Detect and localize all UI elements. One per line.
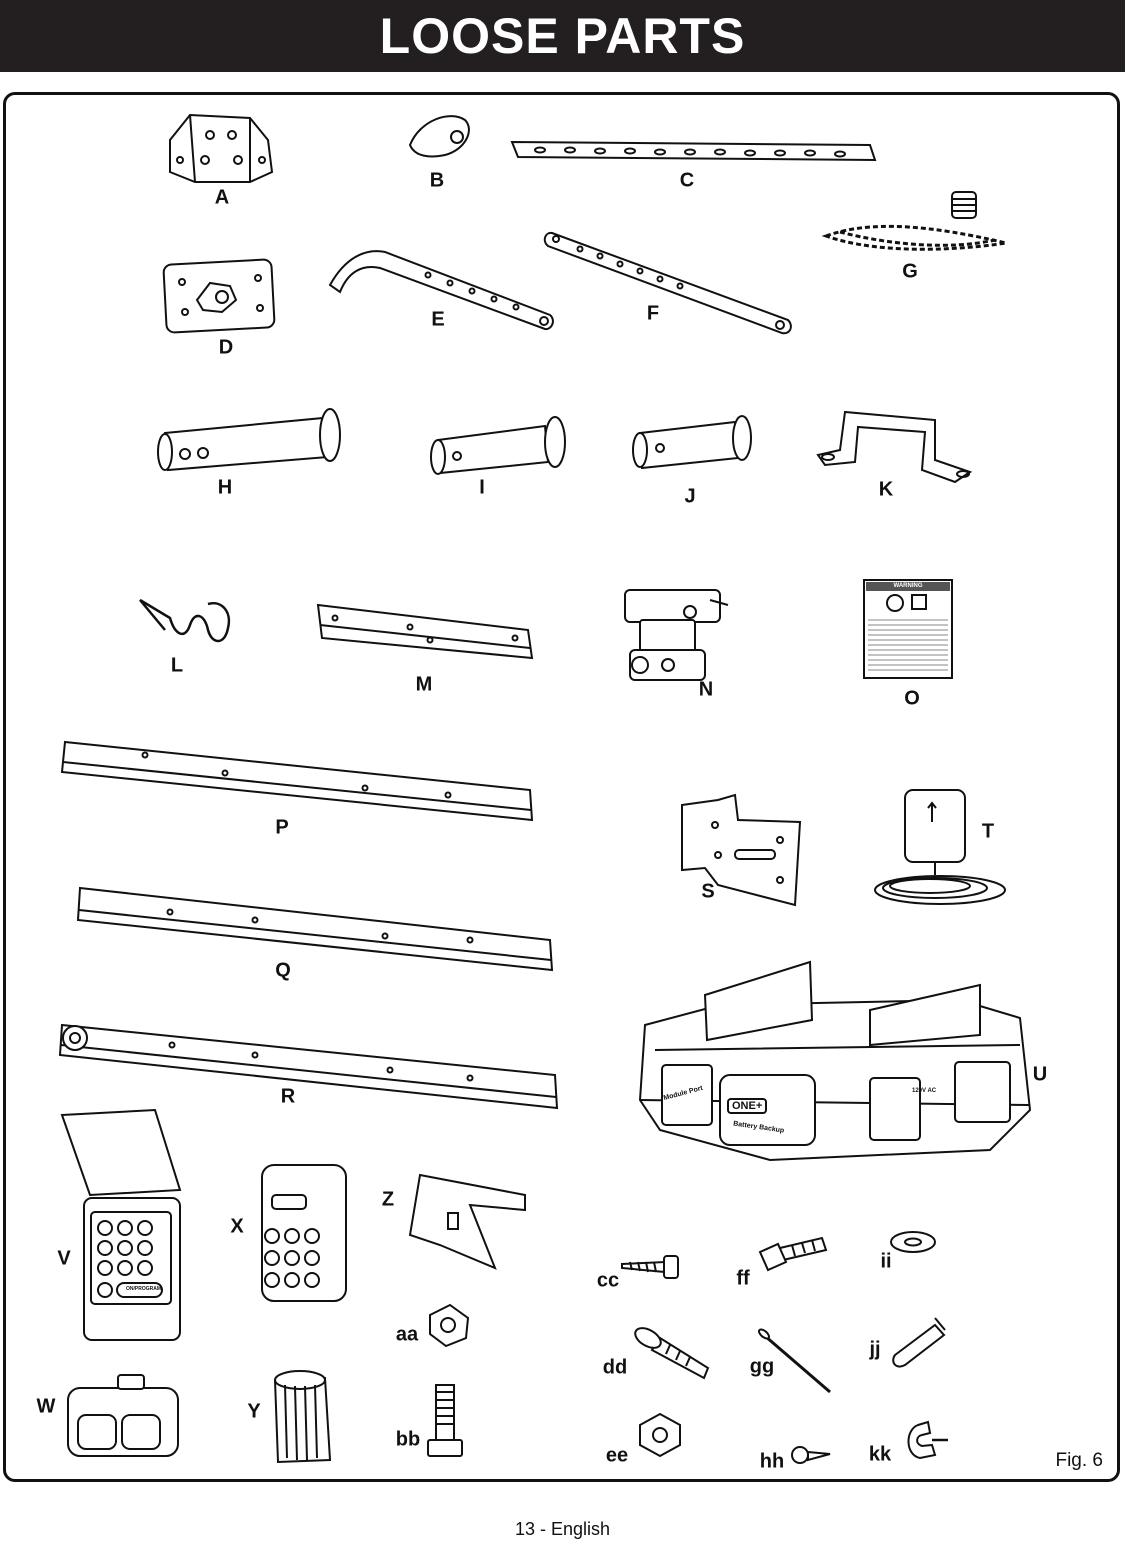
part-gg-nail-drawing xyxy=(758,1328,831,1394)
part-ii-washer-drawing xyxy=(890,1231,936,1253)
part-x-remote-drawing xyxy=(261,1164,347,1302)
parts-panel xyxy=(3,92,1120,1482)
opener-voltage-label: 120V AC xyxy=(912,1088,937,1094)
page-header: LOOSE PARTS xyxy=(0,0,1125,72)
part-l-hairpin-drawing xyxy=(139,598,231,643)
part-r-rail-drawing xyxy=(58,1023,559,1110)
part-label-b: B xyxy=(429,169,445,192)
part-jj-anchor-drawing xyxy=(892,1317,946,1368)
part-label-ii: ii xyxy=(880,1250,892,1273)
part-label-t: T xyxy=(981,820,995,843)
part-label-v: V xyxy=(57,1247,71,1270)
part-label-h: H xyxy=(217,476,233,499)
opener-brand-badge: ONE+ xyxy=(727,1098,768,1114)
part-cc-screw-drawing xyxy=(621,1255,679,1279)
part-label-aa: aa xyxy=(395,1323,419,1346)
part-m-rail-drawing xyxy=(316,603,534,660)
part-label-p: P xyxy=(275,816,289,839)
keypad-program-button: ON/PROGRAM xyxy=(126,1286,161,1292)
part-w-remote-drawing xyxy=(67,1374,179,1457)
warning-label-heading: WARNING xyxy=(866,582,950,591)
part-label-w: W xyxy=(36,1395,56,1418)
page-title: LOOSE PARTS xyxy=(379,8,746,64)
part-label-hh: hh xyxy=(759,1450,785,1473)
part-g-chain-drawing xyxy=(821,191,1007,251)
part-label-n: N xyxy=(698,678,714,701)
part-n-trolley-drawing xyxy=(624,589,729,681)
part-t-adapter-drawing xyxy=(874,789,1006,905)
part-a-bracket-drawing xyxy=(169,113,274,183)
part-label-u: U xyxy=(1032,1063,1048,1086)
part-label-cc: cc xyxy=(596,1269,620,1292)
part-d-header-bracket-drawing xyxy=(162,258,276,334)
part-kk-clip-drawing xyxy=(907,1420,948,1460)
part-label-k: K xyxy=(878,478,894,501)
part-hh-screw-drawing xyxy=(791,1446,831,1464)
part-i-pin-drawing xyxy=(430,416,566,475)
part-f-straight-arm-drawing xyxy=(543,231,792,335)
part-ff-bolt-drawing xyxy=(758,1236,828,1272)
part-aa-locknut-drawing xyxy=(429,1303,470,1348)
part-label-y: Y xyxy=(247,1400,261,1423)
part-p-rail-drawing xyxy=(60,740,534,822)
part-ee-nut-drawing xyxy=(639,1412,681,1458)
part-label-r: R xyxy=(280,1085,296,1108)
part-label-g: G xyxy=(902,260,918,283)
part-e-curved-arm-drawing xyxy=(328,250,554,331)
part-label-m: M xyxy=(415,673,433,696)
part-label-l: L xyxy=(170,654,184,677)
page-footer: 13 - English xyxy=(514,1519,611,1539)
part-s-bracket-drawing xyxy=(681,793,802,907)
figure-label: Fig. 6 xyxy=(1055,1450,1103,1471)
part-label-ff: ff xyxy=(736,1267,750,1290)
part-label-x: X xyxy=(230,1215,244,1238)
part-label-d: D xyxy=(218,336,234,359)
part-v-keypad-drawing xyxy=(60,1108,182,1341)
part-label-j: J xyxy=(684,485,696,508)
part-c-strap-drawing xyxy=(510,140,877,162)
part-label-q: Q xyxy=(275,959,291,982)
part-z-bracket-drawing xyxy=(408,1173,526,1270)
part-y-sprocket-drawing xyxy=(273,1370,332,1464)
part-q-rail-drawing xyxy=(76,886,554,972)
part-label-ee: ee xyxy=(605,1444,629,1467)
part-label-dd: dd xyxy=(602,1356,628,1379)
part-j-pin-drawing xyxy=(632,415,752,470)
part-label-gg: gg xyxy=(749,1355,775,1378)
part-label-bb: bb xyxy=(395,1428,421,1451)
part-dd-screw-drawing xyxy=(634,1327,710,1380)
part-label-o: O xyxy=(904,687,920,710)
part-o-warning-label-drawing xyxy=(863,579,953,679)
part-k-bracket-drawing xyxy=(816,410,973,484)
part-label-jj: jj xyxy=(869,1338,881,1361)
part-label-i: I xyxy=(479,476,485,499)
part-u-opener-drawing xyxy=(638,960,1032,1162)
part-label-s: S xyxy=(701,880,715,903)
part-label-a: A xyxy=(214,186,230,209)
part-label-c: C xyxy=(679,169,695,192)
part-label-kk: kk xyxy=(868,1443,892,1466)
part-label-z: Z xyxy=(381,1188,395,1211)
part-b-clip-drawing xyxy=(408,115,470,158)
part-bb-bolt-drawing xyxy=(427,1384,463,1457)
part-label-f: F xyxy=(646,302,660,325)
part-h-pin-drawing xyxy=(157,408,341,472)
part-label-e: E xyxy=(431,308,445,331)
